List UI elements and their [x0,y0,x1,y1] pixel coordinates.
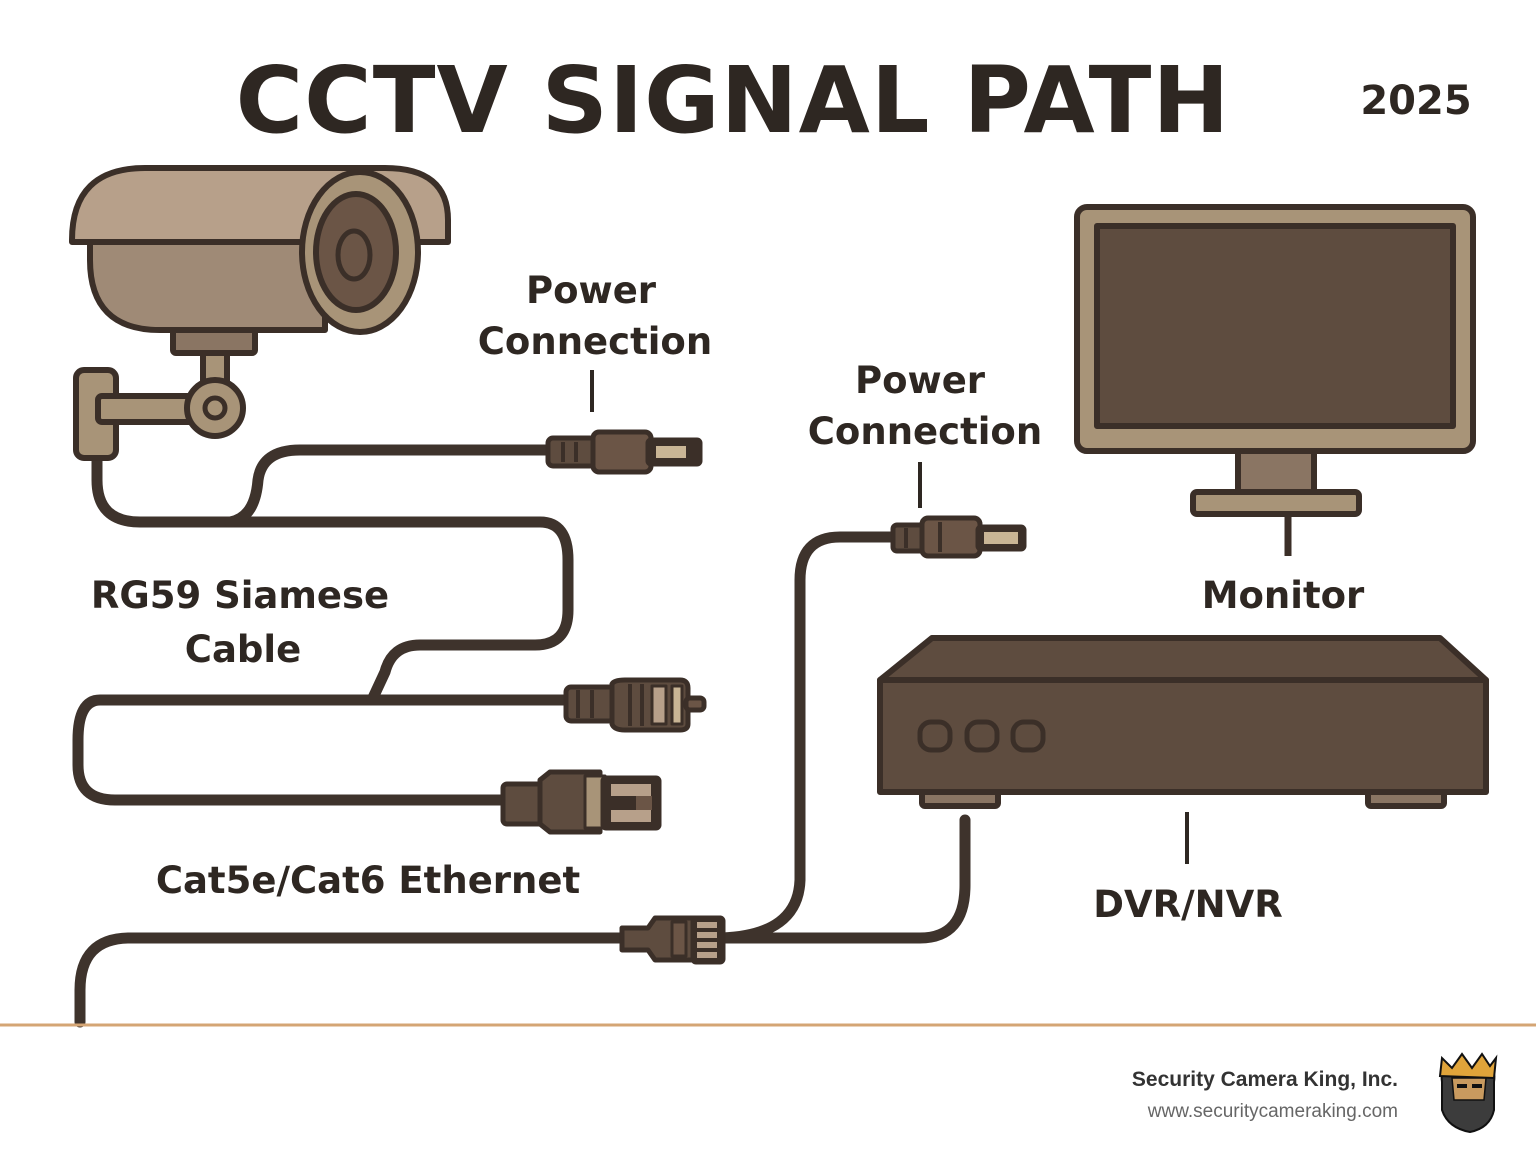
ethernet-label: Cat5e/Cat6 Ethernet [156,859,580,902]
cable-segment-power-branch [224,444,556,528]
rj45-inline-connector-icon [619,915,726,965]
year-label: 2025 [1360,78,1471,124]
page-title: CCTV SIGNAL PATH [236,47,1231,154]
cable-segment-camera-trunk [72,449,574,806]
bnc-plug-icon [563,677,707,733]
cable-segment-ethernet-run [74,932,634,1028]
dvr-power-label-group: Power Connection [808,359,1042,508]
king-logo-icon [1438,1052,1498,1134]
rj45-plug-icon [500,769,662,835]
camera-power-label-line2: Connection [478,320,712,363]
rg59-label-line2: Cable [185,628,301,671]
company-name: Security Camera King, Inc. [1132,1068,1398,1091]
dvr-icon [877,635,1489,809]
camera-power-label-group: Power Connection [478,269,712,412]
dc-power-plug-icon-dvr [890,515,1027,559]
monitor-icon [1074,204,1476,556]
dvr-label: DVR/NVR [1093,883,1282,926]
rg59-siamese-cable [72,444,576,806]
dvr-power-label-line2: Connection [808,410,1042,453]
company-url[interactable]: www.securitycameraking.com [1147,1101,1398,1122]
rg59-label-line1: RG59 Siamese [91,574,389,617]
cable-segment-to-dvr-power [716,531,901,944]
security-camera-icon [69,165,451,461]
cable-segment-to-dvr [716,814,971,944]
dvr-power-label-line1: Power [855,359,986,402]
dc-power-plug-icon [545,429,703,475]
camera-power-label-line1: Power [526,269,657,312]
monitor-label: Monitor [1202,574,1365,617]
ethernet-cable [74,531,971,1028]
